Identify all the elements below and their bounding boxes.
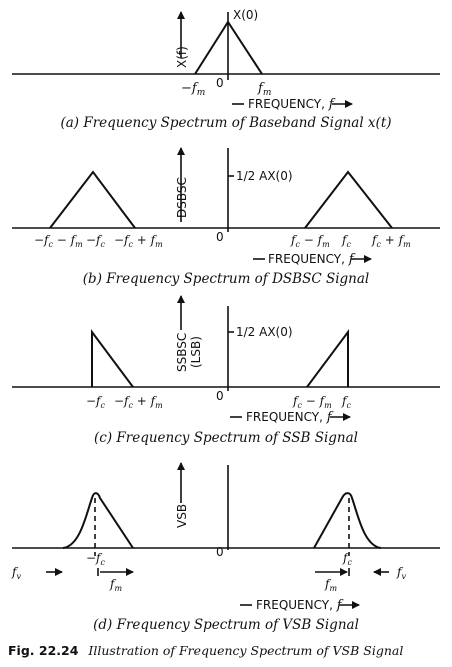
panel-c-tick-neg-fc: −fc [86, 394, 106, 410]
panel-d-tick-zero: 0 [216, 545, 224, 559]
panel-a-ylabel: X(f) [175, 46, 189, 68]
panel-b-upper-sideband-pair [304, 170, 393, 229]
panel-c-ylabel-line2: (LSB) [189, 336, 203, 368]
panel-b-level-label: 1/2 AX(0) [236, 169, 293, 183]
panel-a-tick-zero: 0 [216, 76, 224, 90]
panel-c-caption: (c) Frequency Spectrum of SSB Signal [94, 430, 358, 446]
panel-a-frequency-label: FREQUENCY, f [248, 97, 336, 112]
panel-b-tick-neg-fc-plus-fm: −fc + fm [114, 233, 163, 249]
panel-c-upper-sideband [306, 328, 349, 388]
panel-d-fv-right-label: fv [396, 565, 406, 581]
panel-c-level-label: 1/2 AX(0) [236, 325, 293, 339]
panel-a-peak-label: X(0) [233, 8, 258, 22]
panel-d-fv-left-label: fv [11, 565, 21, 581]
panel-a-caption: (a) Frequency Spectrum of Baseband Signa… [60, 115, 391, 131]
panel-c-tick-zero: 0 [216, 389, 224, 403]
panel-c-tick-neg-fc-plus-fm: −fc + fm [114, 394, 163, 410]
panel-c-tick-fc: fc [341, 394, 351, 410]
panel-d-tick-fc: fc [342, 551, 352, 567]
panel-b-tick-fc: fc [341, 233, 351, 249]
panel-c-frequency-label: FREQUENCY, f [246, 410, 334, 425]
panel-d-caption: (d) Frequency Spectrum of VSB Signal [93, 617, 359, 633]
panel-d-frequency-label: FREQUENCY, f [256, 598, 344, 613]
panel-a-tick-pos-fm: fm [257, 81, 271, 98]
panel-b-frequency-label: FREQUENCY, f [268, 252, 356, 267]
panel-d-vsb [12, 462, 440, 609]
panel-b-caption: (b) Frequency Spectrum of DSBSC Signal [83, 271, 369, 287]
panel-d-lower-vsb-shape [62, 492, 134, 549]
panel-c-lower-sideband [91, 328, 134, 388]
panel-b-dsbsc [12, 147, 440, 263]
panel-c-ssb [12, 295, 440, 421]
panel-d-fm-left-label: fm [109, 577, 122, 593]
panel-b-tick-fc-minus-fm: fc − fm [290, 233, 330, 249]
panel-d-upper-vsb-shape [313, 492, 382, 549]
panel-d-tick-neg-fc: −fc [86, 551, 106, 567]
panel-b-tick-fc-plus-fm: fc + fm [371, 233, 411, 249]
panel-d-fm-right-label: fm [324, 577, 337, 593]
panel-b-lower-sideband-pair [49, 170, 136, 229]
panel-a-tick-neg-fm: −fm [181, 81, 205, 98]
panel-b-tick-neg-fc-minus-fm: −fc − fm [34, 233, 83, 249]
panel-a-baseband [12, 11, 440, 108]
panel-b-tick-zero: 0 [216, 230, 224, 244]
panel-c-tick-fc-minus-fm: fc − fm [292, 394, 332, 410]
panel-c-ylabel-line1: SSBSC [175, 333, 189, 372]
panel-a-baseband-spectrum [194, 20, 263, 75]
panel-d-ylabel: VSB [175, 504, 189, 528]
panel-b-ylabel: DSBSC [175, 177, 189, 218]
panel-b-tick-neg-fc: −fc [86, 233, 106, 249]
